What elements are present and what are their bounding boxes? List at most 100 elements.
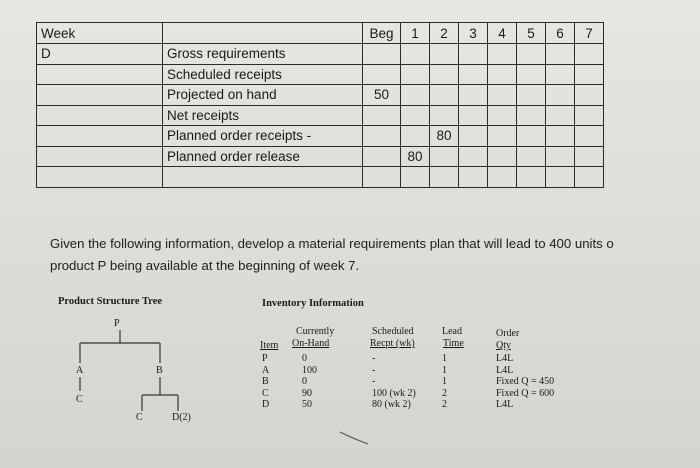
inv-on-hand: 90 (302, 387, 312, 399)
inv-col-on-hand: 0 100 0 90 50 (302, 353, 317, 411)
header-week-5: 5 (516, 22, 546, 44)
inv-lead: 2 (442, 399, 447, 411)
inv-item: D (262, 399, 270, 411)
inv-header-lead: Lead (442, 326, 462, 337)
mrp-week-cell: 80 (429, 125, 459, 147)
mrp-week-cell (458, 166, 488, 188)
header-week-1: 1 (400, 22, 430, 44)
inv-header-item: Item (260, 340, 279, 351)
mrp-week-cell (487, 104, 517, 126)
mrp-row-label: Scheduled receipts (162, 63, 363, 85)
inv-order: L4L (496, 353, 514, 364)
product-structure-title: Product Structure Tree (58, 296, 163, 307)
product-structure-tree (79, 330, 179, 411)
inv-item: C (262, 387, 269, 399)
problem-line-1: Given the following information, develop… (50, 236, 614, 251)
mrp-week-cell (487, 166, 517, 188)
mrp-week-cell (487, 43, 517, 65)
mrp-week-cell (516, 43, 546, 65)
mrp-week-cell (545, 63, 575, 85)
mrp-beg-cell (362, 104, 401, 126)
mrp-row-label: Projected on hand (162, 84, 363, 106)
mrp-item-cell (36, 104, 163, 126)
mrp-week-cell (545, 84, 575, 106)
inv-item: B (262, 376, 269, 388)
mrp-week-cell: 80 (400, 145, 430, 167)
mrp-item-cell (36, 166, 163, 188)
inv-item: P (262, 353, 268, 364)
inv-header-time: Time (443, 338, 464, 349)
mrp-beg-cell (362, 125, 401, 147)
inv-scheduled: - (372, 353, 376, 364)
mrp-row: Planned order receipts - 80 (36, 125, 604, 147)
mrp-week-cell (458, 125, 488, 147)
inv-lead: 2 (442, 387, 447, 399)
inv-on-hand: 0 (302, 353, 307, 364)
tree-node-p: P (114, 318, 120, 329)
mrp-week-cell (429, 43, 459, 65)
inv-scheduled: - (372, 376, 376, 388)
mrp-week-cell (487, 84, 517, 106)
inv-header-on-hand: On-Hand (292, 338, 330, 349)
mrp-row-label (162, 166, 363, 188)
inv-col-lead: 1 1 1 2 2 (442, 353, 447, 411)
mrp-week-cell (545, 166, 575, 188)
inv-lead: 1 (442, 353, 447, 364)
inv-lead: 1 (442, 376, 447, 388)
problem-line-2: product P being available at the beginni… (50, 258, 360, 273)
header-beg: Beg (362, 22, 401, 44)
mrp-week-cell (574, 166, 604, 188)
mrp-week-cell (545, 125, 575, 147)
mrp-beg-cell (362, 43, 401, 65)
inv-order: Fixed Q = 450 (496, 376, 555, 388)
mrp-row-label: Planned order release (162, 145, 363, 167)
mrp-week-cell (574, 63, 604, 85)
mrp-beg-cell (362, 63, 401, 85)
inv-scheduled: 100 (wk 2) (372, 387, 416, 399)
mrp-week-cell (400, 104, 430, 126)
inv-order: Fixed Q = 600 (496, 387, 555, 399)
mrp-week-cell (429, 166, 459, 188)
mrp-week-cell (487, 63, 517, 85)
mrp-week-cell (400, 166, 430, 188)
inv-item: A (262, 364, 270, 376)
mrp-week-cell (545, 145, 575, 167)
mrp-item-cell (36, 145, 163, 167)
mrp-row-label: Net receipts (162, 104, 363, 126)
mrp-header-row: Week Beg 1 2 3 4 5 6 7 (36, 22, 604, 44)
mrp-week-cell (429, 104, 459, 126)
header-week-7: 7 (574, 22, 604, 44)
mrp-beg-cell: 50 (362, 84, 401, 106)
header-blank (162, 22, 363, 44)
mrp-week-cell (545, 43, 575, 65)
mrp-week-cell (458, 43, 488, 65)
mrp-week-cell (429, 63, 459, 85)
mrp-week-cell (400, 125, 430, 147)
mrp-item-cell (36, 125, 163, 147)
pencil-mark (339, 431, 369, 445)
inv-col-order: L4L L4L Fixed Q = 450 Fixed Q = 600 L4L (496, 353, 554, 411)
mrp-week-cell (487, 125, 517, 147)
problem-statement: Given the following information, develop… (50, 233, 700, 277)
mrp-week-cell (516, 125, 546, 147)
mrp-row-label: Planned order receipts - (162, 125, 363, 147)
header-week-4: 4 (487, 22, 517, 44)
mrp-row: Planned order release 80 (36, 145, 604, 167)
mrp-week-cell (574, 43, 604, 65)
mrp-week-cell (574, 145, 604, 167)
inv-header-recpt: Recpt (wk) (370, 338, 415, 349)
mrp-beg-cell (362, 166, 401, 188)
mrp-week-cell (458, 63, 488, 85)
inv-header-order: Order (496, 328, 520, 339)
mrp-week-cell (574, 104, 604, 126)
mrp-week-cell (516, 145, 546, 167)
mrp-beg-cell (362, 145, 401, 167)
mrp-week-cell (516, 63, 546, 85)
inv-lead: 1 (442, 364, 447, 376)
mrp-row-label: Gross requirements (162, 43, 363, 65)
inventory-title: Inventory Information (262, 298, 364, 309)
inv-col-item: P A B C D (262, 353, 269, 411)
tree-node-b: B (156, 365, 163, 376)
mrp-week-cell (487, 145, 517, 167)
